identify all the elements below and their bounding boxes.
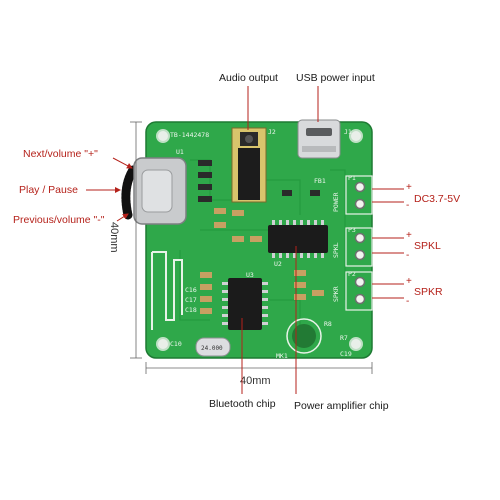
audio-output-label: Audio output: [219, 72, 278, 84]
terminal-pads: [345, 175, 373, 311]
play-pause-label: Play / Pause: [19, 184, 78, 196]
height-dimension-label: 40mm: [108, 222, 120, 253]
board-id-text: TB-1442478: [170, 131, 209, 139]
ref-c19: C19: [340, 350, 352, 358]
power-silkscreen: POWER: [332, 192, 340, 212]
width-dimension: [145, 362, 373, 374]
ref-r8: R8: [324, 320, 332, 328]
callout-lines: [86, 86, 404, 394]
ref-r7: R7: [340, 334, 348, 342]
ref-u3: U3: [246, 271, 254, 279]
spkl-plus: +: [406, 230, 412, 241]
usb-power-input-label: USB power input: [296, 72, 375, 84]
ref-c18: C18: [185, 306, 197, 314]
dc-plus: +: [406, 182, 412, 193]
spkr-plus: +: [406, 276, 412, 287]
spkl-label: SPKL: [414, 240, 441, 252]
microphone: [286, 318, 322, 354]
ref-c16: C16: [185, 286, 197, 294]
bluetooth-chip-label: Bluetooth chip: [209, 398, 276, 410]
antenna-trace: [151, 251, 183, 330]
ref-c17: C17: [185, 296, 197, 304]
crystal: [195, 337, 231, 357]
height-dimension: [130, 121, 142, 359]
ref-p1: P1: [348, 174, 356, 182]
spkr-minus: -: [406, 296, 409, 307]
dc-minus: -: [406, 200, 409, 211]
ref-j1: J1: [344, 128, 352, 136]
ref-p2: P2: [348, 270, 356, 278]
spkl-silkscreen: SPKL: [332, 242, 340, 258]
ref-u1: U1: [176, 148, 184, 156]
previous-volume-down-label: Previous/volume "-": [13, 214, 105, 226]
smd-components: [198, 160, 324, 314]
crystal-text: 24.000: [201, 345, 223, 352]
bluetooth-chip: [222, 278, 268, 330]
rotary-switch: [121, 157, 187, 225]
ref-c10: C10: [170, 340, 182, 348]
ref-fb1: FB1: [314, 177, 326, 185]
spkl-minus: -: [406, 250, 409, 261]
width-dimension-label: 40mm: [240, 375, 271, 387]
usb-connector: [297, 119, 341, 159]
ref-u2: U2: [274, 260, 282, 268]
audio-jack: [231, 127, 267, 203]
ref-p3: P3: [348, 226, 356, 234]
spkr-silkscreen: SPKR: [332, 286, 340, 302]
ref-j2: J2: [268, 128, 276, 136]
ref-mk1: MK1: [276, 352, 288, 360]
dc-voltage-label: DC3.7-5V: [414, 193, 461, 205]
next-volume-up-label: Next/volume "+": [23, 148, 98, 160]
power-amplifier-chip-label: Power amplifier chip: [294, 400, 389, 412]
spkr-label: SPKR: [414, 286, 443, 298]
power-amplifier-chip: [268, 220, 328, 258]
